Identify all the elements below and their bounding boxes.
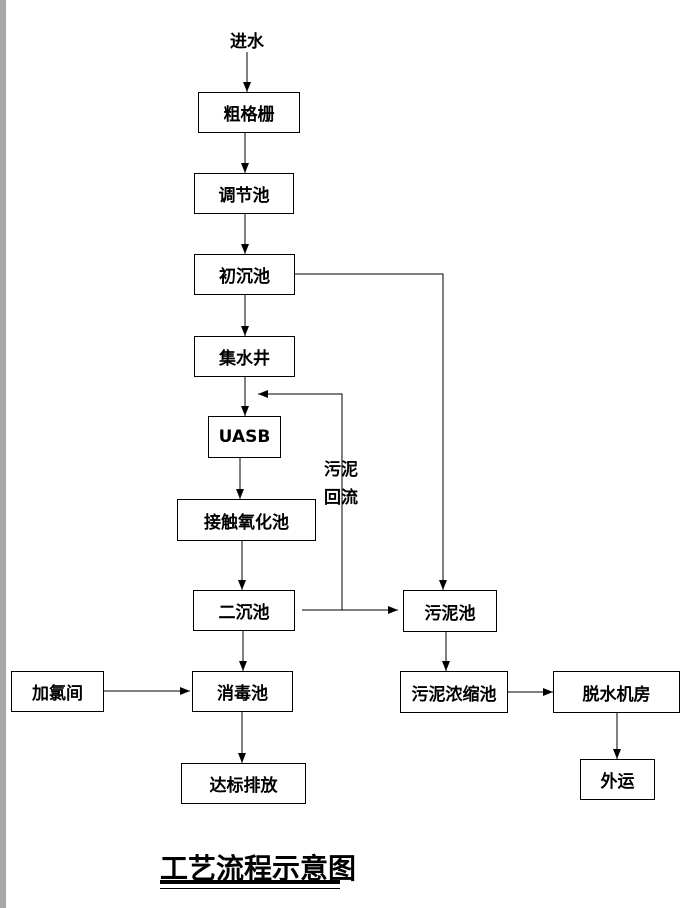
sludge-return-label-line1: 污泥	[324, 460, 358, 480]
coarse-screen-box: 粗格栅	[198, 92, 300, 133]
disinfection-tank-box: 消毒池	[192, 671, 293, 712]
chlorination-room-box: 加氯间	[11, 671, 104, 712]
dewatering-room-box: 脱水机房	[553, 671, 680, 713]
inflow-label: 进水	[230, 32, 264, 52]
sludge-return-label-line2: 回流	[324, 488, 358, 508]
sludge-return-line	[258, 390, 343, 610]
sludge-thickener-box: 污泥浓缩池	[400, 671, 508, 713]
caption-underline-thin	[160, 888, 340, 889]
regulating-tank-box: 调节池	[194, 173, 294, 214]
sludge-tank-box: 污泥池	[403, 590, 497, 632]
secondary-sedimentation-box: 二沉池	[193, 590, 295, 631]
uasb-box: UASB	[208, 416, 281, 458]
page-left-edge	[0, 0, 6, 908]
diagram-caption: 工艺流程示意图	[160, 852, 357, 885]
caption-underline-thick	[160, 880, 340, 884]
contact-oxidation-box: 接触氧化池	[177, 499, 316, 541]
primary-sedimentation-box: 初沉池	[194, 254, 295, 295]
transport-out-box: 外运	[580, 759, 655, 800]
discharge-box: 达标排放	[181, 763, 306, 804]
line-primary-to-sludge-tank	[295, 273, 447, 590]
collection-well-box: 集水井	[194, 336, 295, 377]
